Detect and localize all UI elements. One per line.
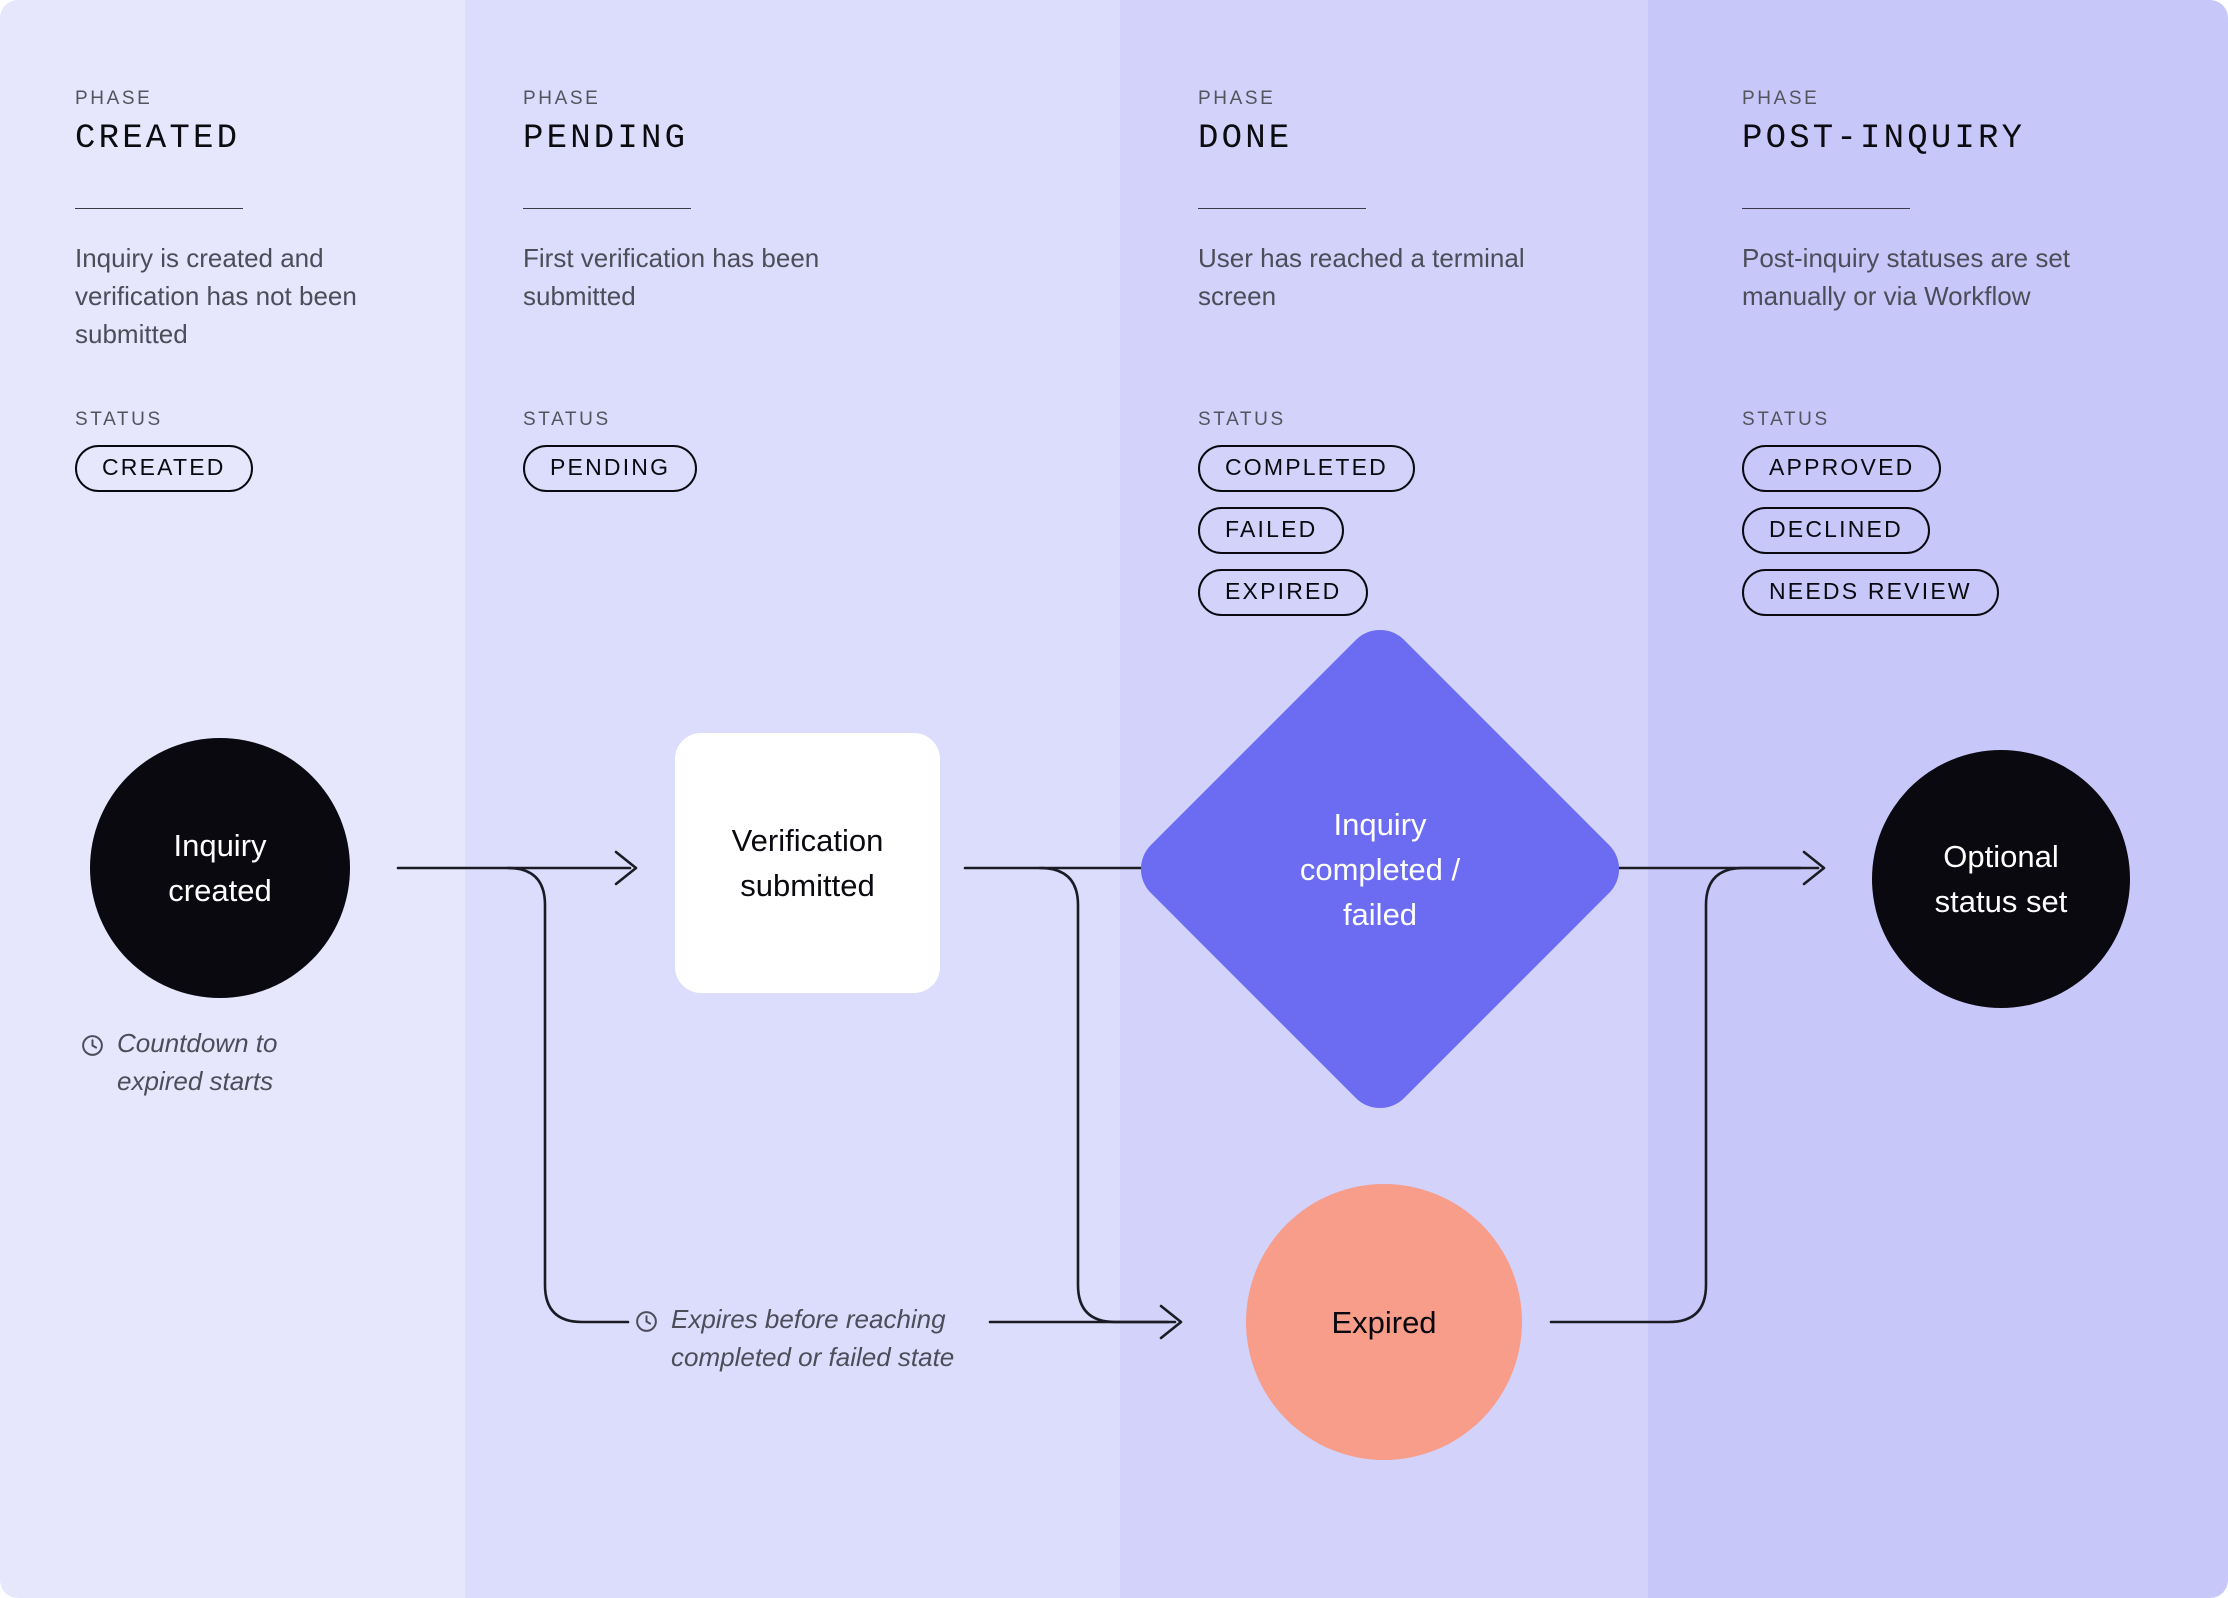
status-pill-list: CREATED [75,445,405,492]
arrowhead-created-to-verification [614,850,638,886]
annotation-expires: Expires before reaching completed or fai… [634,1300,954,1376]
annotation-text: Countdown to expired starts [117,1028,278,1096]
phase-label: PHASE [1742,88,1820,109]
node-inquiry-completed-failed[interactable]: Inquiry completed / failed [1126,615,1634,1123]
node-label: Verification submitted [731,823,884,903]
node-label: Optional status set [1934,839,2068,919]
phase-name: DONE [1198,120,1293,158]
divider [1742,208,1910,209]
divider [1198,208,1366,209]
node-label: Inquiry created [168,828,272,908]
phase-header-done: PHASE DONE User has reached a terminal s… [1198,88,1528,616]
phase-label: PHASE [523,88,601,109]
phase-description: Post-inquiry statuses are set manually o… [1742,243,2071,311]
status-pill-list: COMPLETED FAILED EXPIRED [1198,445,1528,616]
annotation-countdown: Countdown to expired starts [80,1024,277,1100]
status-pill-list: APPROVED DECLINED NEEDS REVIEW [1742,445,2102,616]
node-label: Inquiry completed / failed [1299,806,1461,932]
node-optional-status-set[interactable]: Optional status set [1872,750,2130,1008]
divider [523,208,691,209]
node-label: Expired [1331,1304,1437,1340]
clock-icon [80,1030,105,1068]
phase-description: Inquiry is created and verification has … [75,243,357,349]
status-pill[interactable]: PENDING [523,445,698,492]
status-pill[interactable]: COMPLETED [1198,445,1415,492]
phase-label: PHASE [1198,88,1276,109]
status-label: STATUS [1742,409,1830,430]
connector-expired-to-optional [1549,866,1802,1324]
divider [75,208,243,209]
phase-description: First verification has been submitted [523,243,820,311]
phase-header-post-inquiry: PHASE POST-INQUIRY Post-inquiry statuses… [1742,88,2102,616]
arrowhead-to-expired [1159,1304,1183,1340]
status-pill[interactable]: NEEDS REVIEW [1742,569,1999,616]
node-inquiry-created[interactable]: Inquiry created [90,738,350,998]
status-pill[interactable]: CREATED [75,445,253,492]
status-label: STATUS [1198,409,1286,430]
phase-name: CREATED [75,120,241,158]
phase-label: PHASE [75,88,153,109]
connector-created-branch-down [506,866,630,1324]
connector-verification-branch-down [1038,866,1170,1324]
phase-header-pending: PHASE PENDING First verification has bee… [523,88,853,492]
status-pill-list: PENDING [523,445,853,492]
status-pill[interactable]: EXPIRED [1198,569,1369,616]
phase-description: User has reached a terminal screen [1198,243,1525,311]
status-pill[interactable]: APPROVED [1742,445,1942,492]
status-label: STATUS [523,409,611,430]
node-verification-submitted[interactable]: Verification submitted [675,733,940,993]
node-expired[interactable]: Expired [1246,1184,1522,1460]
annotation-text: Expires before reaching completed or fai… [671,1304,955,1372]
phase-name: PENDING [523,120,689,158]
status-label: STATUS [75,409,163,430]
status-pill[interactable]: DECLINED [1742,507,1930,554]
phase-name: POST-INQUIRY [1742,120,2026,158]
phase-header-created: PHASE CREATED Inquiry is created and ver… [75,88,405,492]
status-pill[interactable]: FAILED [1198,507,1345,554]
arrowhead-diamond-to-optional [1802,850,1826,886]
clock-icon [634,1306,659,1344]
